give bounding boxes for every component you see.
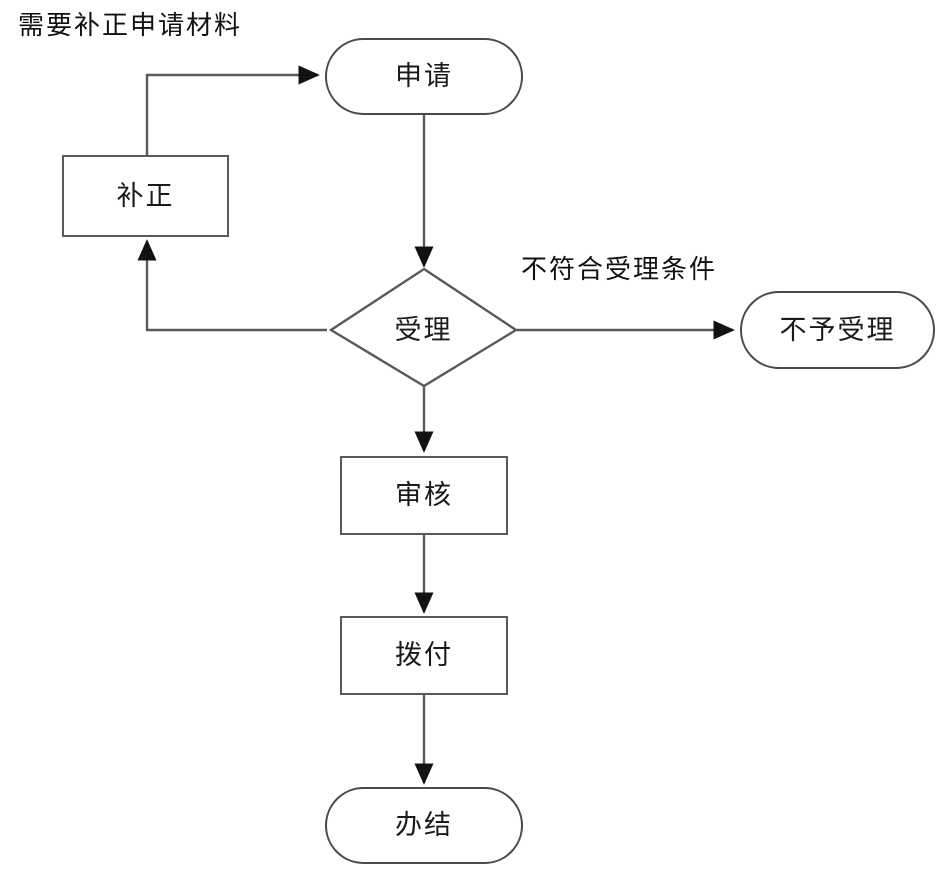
node-shouli-label: 受理 (394, 315, 453, 346)
edge-shouli-to-buzheng (137, 239, 327, 332)
node-bofu-label: 拨付 (395, 640, 453, 671)
node-shenhe[interactable]: 审核 (340, 456, 508, 535)
node-banjie-label: 办结 (395, 810, 453, 841)
node-shenqing[interactable]: 申请 (325, 38, 523, 115)
edge-label-need-amend: 需要补正申请材料 (18, 11, 243, 41)
node-bofu[interactable]: 拨付 (340, 616, 508, 695)
node-shenqing-label: 申请 (395, 61, 453, 92)
node-banjie[interactable]: 办结 (325, 787, 523, 864)
node-shouli[interactable]: 受理 (331, 269, 516, 386)
node-shenhe-label: 审核 (395, 480, 453, 511)
node-buzheng-label: 补正 (116, 180, 175, 212)
edge-label-not-eligible: 不符合受理条件 (521, 255, 718, 285)
node-buyushouli-label: 不予受理 (779, 314, 896, 346)
node-buyushouli[interactable]: 不予受理 (740, 291, 935, 369)
node-buzheng[interactable]: 补正 (62, 155, 229, 237)
